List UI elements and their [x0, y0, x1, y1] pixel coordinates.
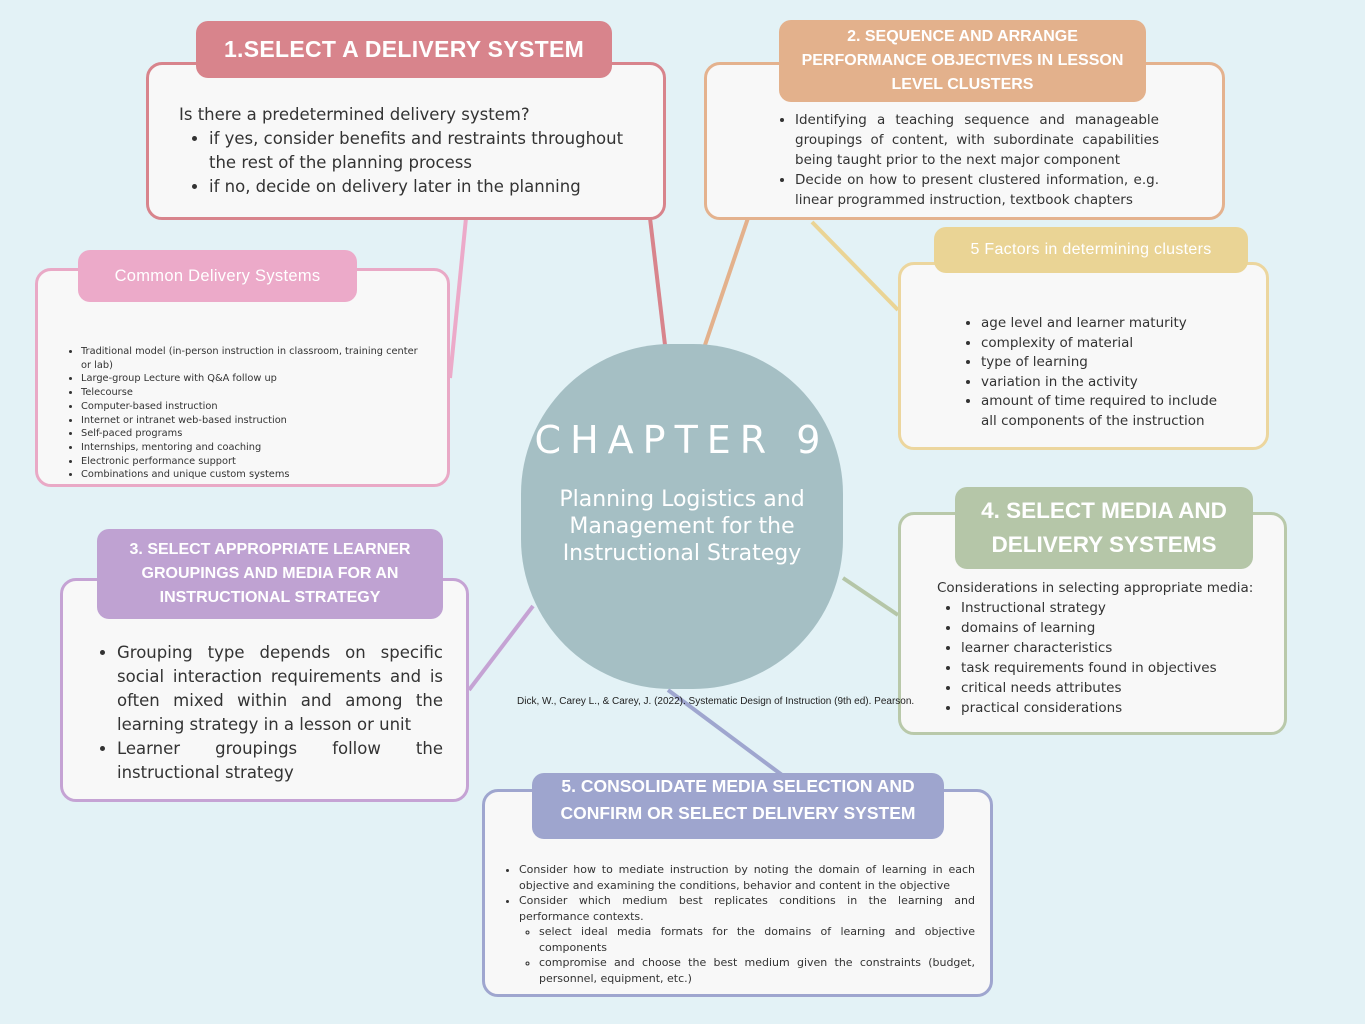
list-item: Large-group Lecture with Q&A follow up: [81, 372, 422, 386]
consolidate-sublist: select ideal media formats for the domai…: [519, 924, 975, 986]
connector-box4: [841, 576, 900, 617]
list-item: Learner groupings follow the instruction…: [117, 737, 443, 785]
list-item: if no, decide on delivery later in the p…: [209, 175, 643, 199]
cluster-factors-content: age level and learner maturity complexit…: [963, 314, 1236, 431]
list-item: Computer-based instruction: [81, 400, 422, 414]
groupings-list: Grouping type depends on specific social…: [95, 641, 443, 785]
cluster-factors-header: 5 Factors in determining clusters: [934, 227, 1248, 273]
connector-box2: [703, 217, 750, 346]
chapter-center-node: CHAPTER 9 Planning Logistics and Managem…: [521, 344, 843, 689]
select-delivery-system-box: Is there a predetermined delivery system…: [146, 62, 666, 220]
list-item: complexity of material: [981, 334, 1236, 354]
list-item: Identifying a teaching sequence and mana…: [795, 110, 1159, 170]
list-item: task requirements found in objectives: [961, 658, 1264, 678]
common-delivery-list: Traditional model (in-person instruction…: [63, 345, 422, 482]
chapter-subtitle: Planning Logistics and Management for th…: [559, 487, 805, 566]
list-item: critical needs attributes: [961, 678, 1264, 698]
list-item: Consider which medium best replicates co…: [519, 893, 975, 986]
learner-groupings-header: 3. SELECT APPROPRIATE LEARNER GROUPINGS …: [97, 529, 443, 619]
factors-list: age level and learner maturity complexit…: [963, 314, 1236, 431]
list-item: domains of learning: [961, 618, 1264, 638]
sequence-objectives-content: Identifying a teaching sequence and mana…: [777, 110, 1159, 210]
consolidate-media-content: Consider how to mediate instruction by n…: [501, 862, 975, 986]
list-item: Combinations and unique custom systems: [81, 468, 422, 482]
common-delivery-header: Common Delivery Systems: [78, 250, 357, 302]
media-list: Instructional strategy domains of learni…: [937, 598, 1264, 718]
list-item: Decide on how to present clustered infor…: [795, 170, 1159, 210]
list-item: Traditional model (in-person instruction…: [81, 345, 422, 372]
connector-factors: [810, 220, 900, 312]
select-media-content: Considerations in selecting appropriate …: [937, 578, 1264, 718]
connector-box3: [467, 604, 535, 692]
list-item: learner characteristics: [961, 638, 1264, 658]
delivery-list: if yes, consider benefits and restraints…: [179, 127, 643, 199]
list-item: Self-paced programs: [81, 427, 422, 441]
list-item: Electronic performance support: [81, 455, 422, 469]
list-item: Internships, mentoring and coaching: [81, 441, 422, 455]
select-media-header: 4. SELECT MEDIA AND DELIVERY SYSTEMS: [955, 487, 1253, 569]
list-item: amount of time required to include all c…: [981, 392, 1236, 431]
list-item: variation in the activity: [981, 373, 1236, 393]
sublist-item: select ideal media formats for the domai…: [539, 924, 975, 955]
consolidate-media-header: 5. CONSOLIDATE MEDIA SELECTION AND CONFI…: [532, 773, 944, 839]
connector-box5: [666, 688, 784, 777]
connector-common: [448, 217, 468, 379]
citation: Dick, W., Carey L., & Carey, J. (2022). …: [517, 696, 915, 707]
chapter-title: CHAPTER 9: [534, 418, 830, 462]
select-delivery-system-header: 1.SELECT A DELIVERY SYSTEM: [196, 21, 612, 78]
list-item: Grouping type depends on specific social…: [117, 641, 443, 737]
list-item: practical considerations: [961, 698, 1264, 718]
list-item: Internet or intranet web-based instructi…: [81, 414, 422, 428]
list-item-text: Consider which medium best replicates co…: [519, 894, 975, 923]
list-item: age level and learner maturity: [981, 314, 1236, 334]
list-item: Instructional strategy: [961, 598, 1264, 618]
list-item: if yes, consider benefits and restraints…: [209, 127, 643, 175]
cluster-factors-box: age level and learner maturity complexit…: [898, 262, 1269, 450]
delivery-question: Is there a predetermined delivery system…: [179, 105, 530, 124]
sublist-item: compromise and choose the best medium gi…: [539, 955, 975, 986]
media-intro: Considerations in selecting appropriate …: [937, 580, 1254, 596]
sequence-list: Identifying a teaching sequence and mana…: [777, 110, 1159, 210]
list-item: Consider how to mediate instruction by n…: [519, 862, 975, 893]
consolidate-list: Consider how to mediate instruction by n…: [501, 862, 975, 986]
list-item: type of learning: [981, 353, 1236, 373]
select-delivery-system-content: Is there a predetermined delivery system…: [179, 103, 643, 199]
connector-box1: [648, 217, 667, 346]
learner-groupings-content: Grouping type depends on specific social…: [95, 641, 443, 785]
list-item: Telecourse: [81, 386, 422, 400]
common-delivery-content: Traditional model (in-person instruction…: [63, 345, 422, 482]
sequence-objectives-header: 2. SEQUENCE AND ARRANGE PERFORMANCE OBJE…: [779, 20, 1146, 102]
